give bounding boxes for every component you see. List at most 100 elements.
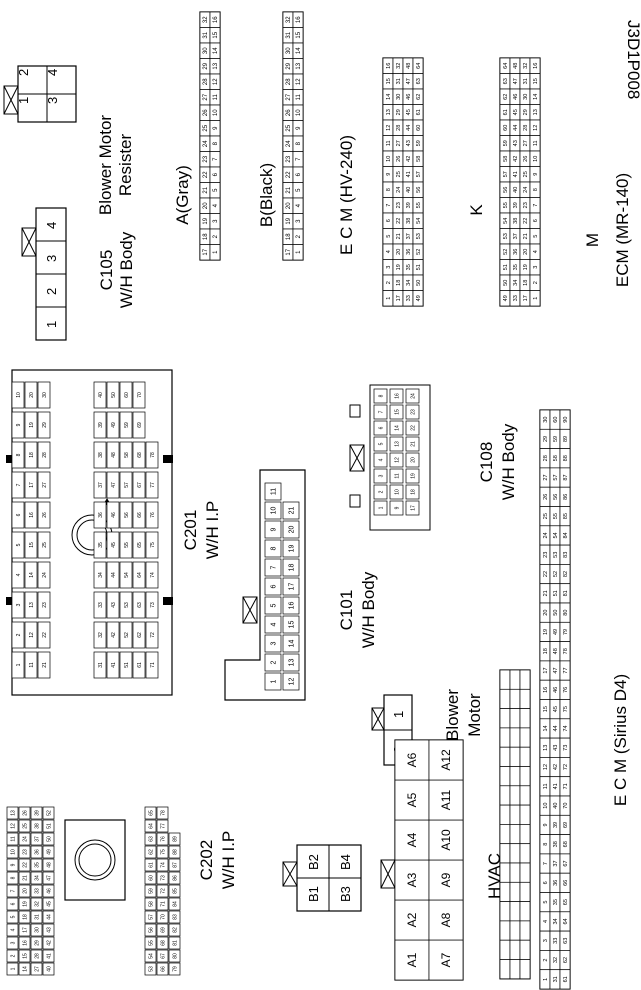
pin-number: 2 (543, 959, 549, 962)
pin-number: 58 (503, 156, 509, 162)
pin-cell (264, 615, 282, 634)
pin-number: 18 (396, 280, 402, 286)
pin-cell (119, 441, 133, 469)
pin-number: 48 (111, 452, 117, 458)
pin-number: 13 (296, 62, 302, 69)
pin-number: 60 (553, 417, 559, 423)
pin-number: 2 (213, 234, 219, 238)
pin-number: 24 (42, 572, 48, 578)
pin-number: 9 (533, 173, 539, 176)
pin-number: 27 (523, 140, 529, 146)
pin-number: 18 (288, 564, 295, 572)
pin-cell (559, 969, 571, 990)
pin-cell (11, 501, 25, 529)
pin-number: 4 (533, 250, 539, 253)
pin-number: 22 (286, 171, 292, 178)
ecm-mr140-m-connector: 6463626160595857565554535251504948474645… (499, 57, 541, 307)
pin-number: 57 (148, 914, 154, 920)
pin-number: 61 (416, 109, 422, 115)
pin-number: 73 (150, 602, 156, 608)
pin-number: 72 (150, 632, 156, 638)
pin-number: 76 (160, 836, 166, 842)
pin-number: 52 (124, 632, 130, 638)
pin-number: 17 (410, 505, 416, 511)
pin-cell (405, 436, 420, 452)
pin-cell (156, 819, 169, 833)
pin-cell (6, 884, 19, 898)
pin-number: 41 (553, 783, 559, 789)
pin-number: 44 (513, 125, 519, 131)
pin-number: 13 (543, 745, 549, 751)
pin-number: 45 (553, 706, 559, 712)
pin-cell (93, 651, 107, 679)
pin-number: 9 (16, 423, 22, 426)
pin-cell (6, 949, 19, 963)
pin-number: 46 (513, 94, 519, 100)
pin-cell (519, 746, 531, 767)
pin-number: 28 (543, 455, 549, 461)
pin-cell (24, 561, 38, 589)
pin-number: 8 (10, 876, 16, 879)
pin-cell (264, 596, 282, 615)
pin-number: 48 (553, 648, 559, 654)
pin-number: 41 (406, 171, 412, 177)
pin-number: 28 (396, 125, 402, 131)
pin-number: 67 (563, 860, 569, 866)
pin-number: 51 (503, 264, 509, 270)
pin-number: 30 (543, 417, 549, 423)
pin-cell (156, 910, 169, 924)
pin-number: 59 (124, 422, 130, 428)
pin-cell (42, 858, 55, 872)
pin-number: 69 (137, 422, 143, 428)
pin-cell (405, 388, 420, 404)
pin-number: 53 (148, 966, 154, 972)
pin-cell (18, 910, 31, 924)
pin-number: 11 (386, 140, 392, 146)
blower-motor-title: Blower (443, 689, 462, 741)
pin-number: 61 (148, 862, 154, 868)
pin-number: A9 (439, 872, 453, 887)
pin-cell (18, 871, 31, 885)
pin-number: 74 (150, 572, 156, 578)
pin-number: 1 (386, 297, 392, 300)
pin-cell (6, 936, 19, 950)
pin-number: 54 (553, 532, 559, 538)
pin-number: 26 (396, 156, 402, 162)
pin-cell (499, 881, 511, 902)
pin-number: 2 (533, 281, 539, 284)
pin-number: 4 (213, 203, 219, 207)
pin-number: 80 (172, 953, 178, 959)
pin-number: 46 (553, 687, 559, 693)
pin-cell (30, 845, 43, 859)
pin-number: 1 (296, 250, 302, 254)
pin-number: 35 (406, 264, 412, 270)
pin-number: 26 (543, 494, 549, 500)
pin-number: 79 (563, 629, 569, 635)
pin-number: 21 (543, 590, 549, 596)
pin-cell (37, 441, 51, 469)
pin-number: 22 (410, 425, 416, 431)
pin-number: 36 (34, 849, 40, 855)
pin-cell (509, 959, 521, 980)
pin-number: 60 (416, 125, 422, 131)
pin-number: 52 (46, 810, 52, 816)
pin-number: 44 (111, 572, 117, 578)
pin-number: 40 (513, 187, 519, 193)
pin-number: 63 (563, 938, 569, 944)
pin-cell (428, 739, 464, 781)
pin-number: 26 (203, 109, 209, 116)
pin-number: 71 (150, 662, 156, 668)
pin-number: 17 (523, 295, 529, 301)
pin-cell (24, 591, 38, 619)
pin-cell (389, 500, 404, 516)
hvac-title: HVAC (485, 853, 504, 899)
pin-number: 12 (10, 823, 16, 829)
pin-number: 71 (160, 901, 166, 907)
pin-number: 9 (296, 126, 302, 130)
pin-number: 47 (111, 482, 117, 488)
pin-number: 42 (553, 764, 559, 770)
pin-number: 27 (42, 482, 48, 488)
pin-number: 2 (16, 633, 22, 636)
pin-cell (93, 621, 107, 649)
pin-number: 47 (46, 875, 52, 881)
